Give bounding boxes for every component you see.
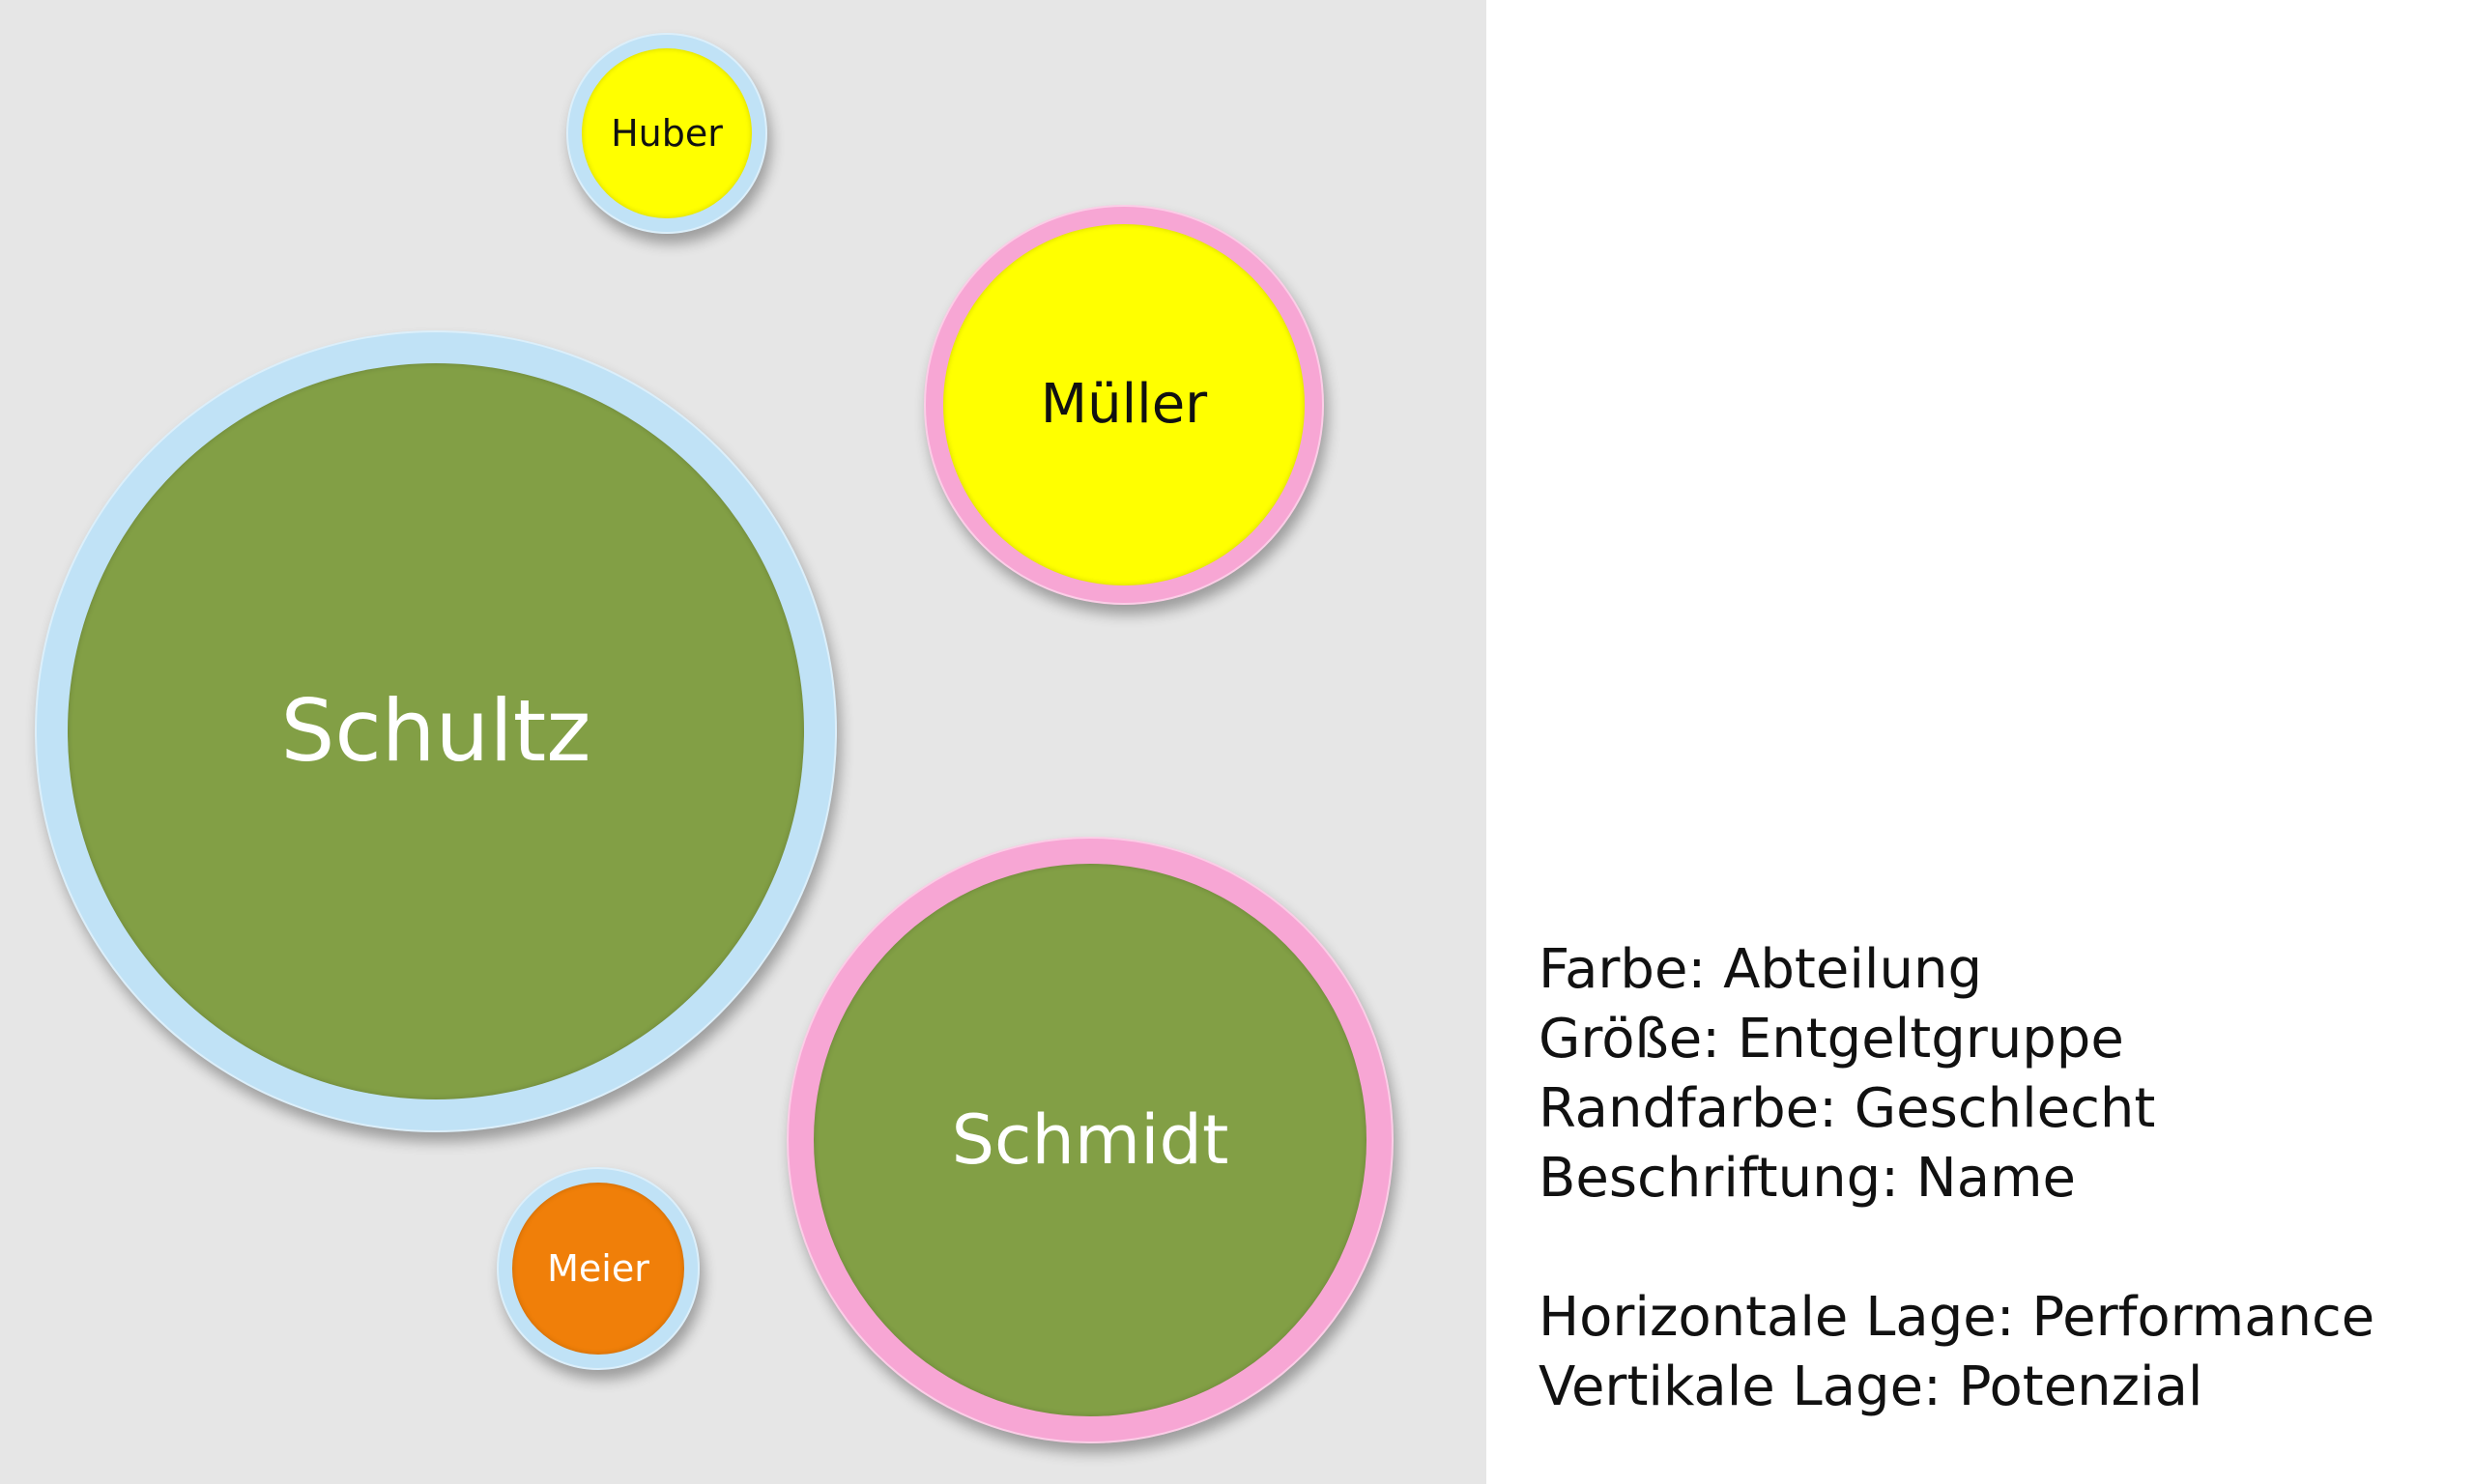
bubble-schultz-fill: Schultz: [68, 363, 804, 1099]
bubble-meier: Meier: [497, 1167, 700, 1370]
bubble-schultz-label: Schultz: [280, 681, 591, 781]
bubble-meier-label: Meier: [547, 1247, 649, 1290]
bubble-huber-label: Huber: [611, 112, 723, 155]
bubble-schmidt: Schmidt: [787, 837, 1394, 1443]
bubble-schmidt-fill: Schmidt: [814, 864, 1366, 1416]
legend-label-line: Beschriftung: Name: [1539, 1147, 2077, 1210]
bubble-mueller-fill: Müller: [943, 224, 1305, 585]
bubble-schultz: Schultz: [35, 330, 837, 1132]
bubble-mueller: Müller: [924, 205, 1324, 605]
bubble-huber-fill: Huber: [582, 48, 752, 218]
bubble-meier-fill: Meier: [512, 1183, 684, 1355]
legend-size-line: Größe: Entgeltgruppe: [1539, 1008, 2124, 1070]
legend-color-line: Farbe: Abteilung: [1539, 938, 1982, 1001]
legend-vertical-line: Vertikale Lage: Potenzial: [1539, 1356, 2203, 1418]
legend-border-line: Randfarbe: Geschlecht: [1539, 1077, 2156, 1140]
legend-spacer: [1539, 1213, 2447, 1283]
bubble-schmidt-label: Schmidt: [951, 1100, 1229, 1180]
bubble-huber: Huber: [566, 33, 767, 234]
encoding-legend: Farbe: Abteilung Größe: Entgeltgruppe Ra…: [1539, 935, 2447, 1422]
bubble-plot-area: Huber Müller Schultz Schmidt Meier: [0, 0, 1486, 1484]
legend-horizontal-line: Horizontale Lage: Performance: [1539, 1286, 2375, 1349]
bubble-mueller-label: Müller: [1040, 373, 1208, 436]
